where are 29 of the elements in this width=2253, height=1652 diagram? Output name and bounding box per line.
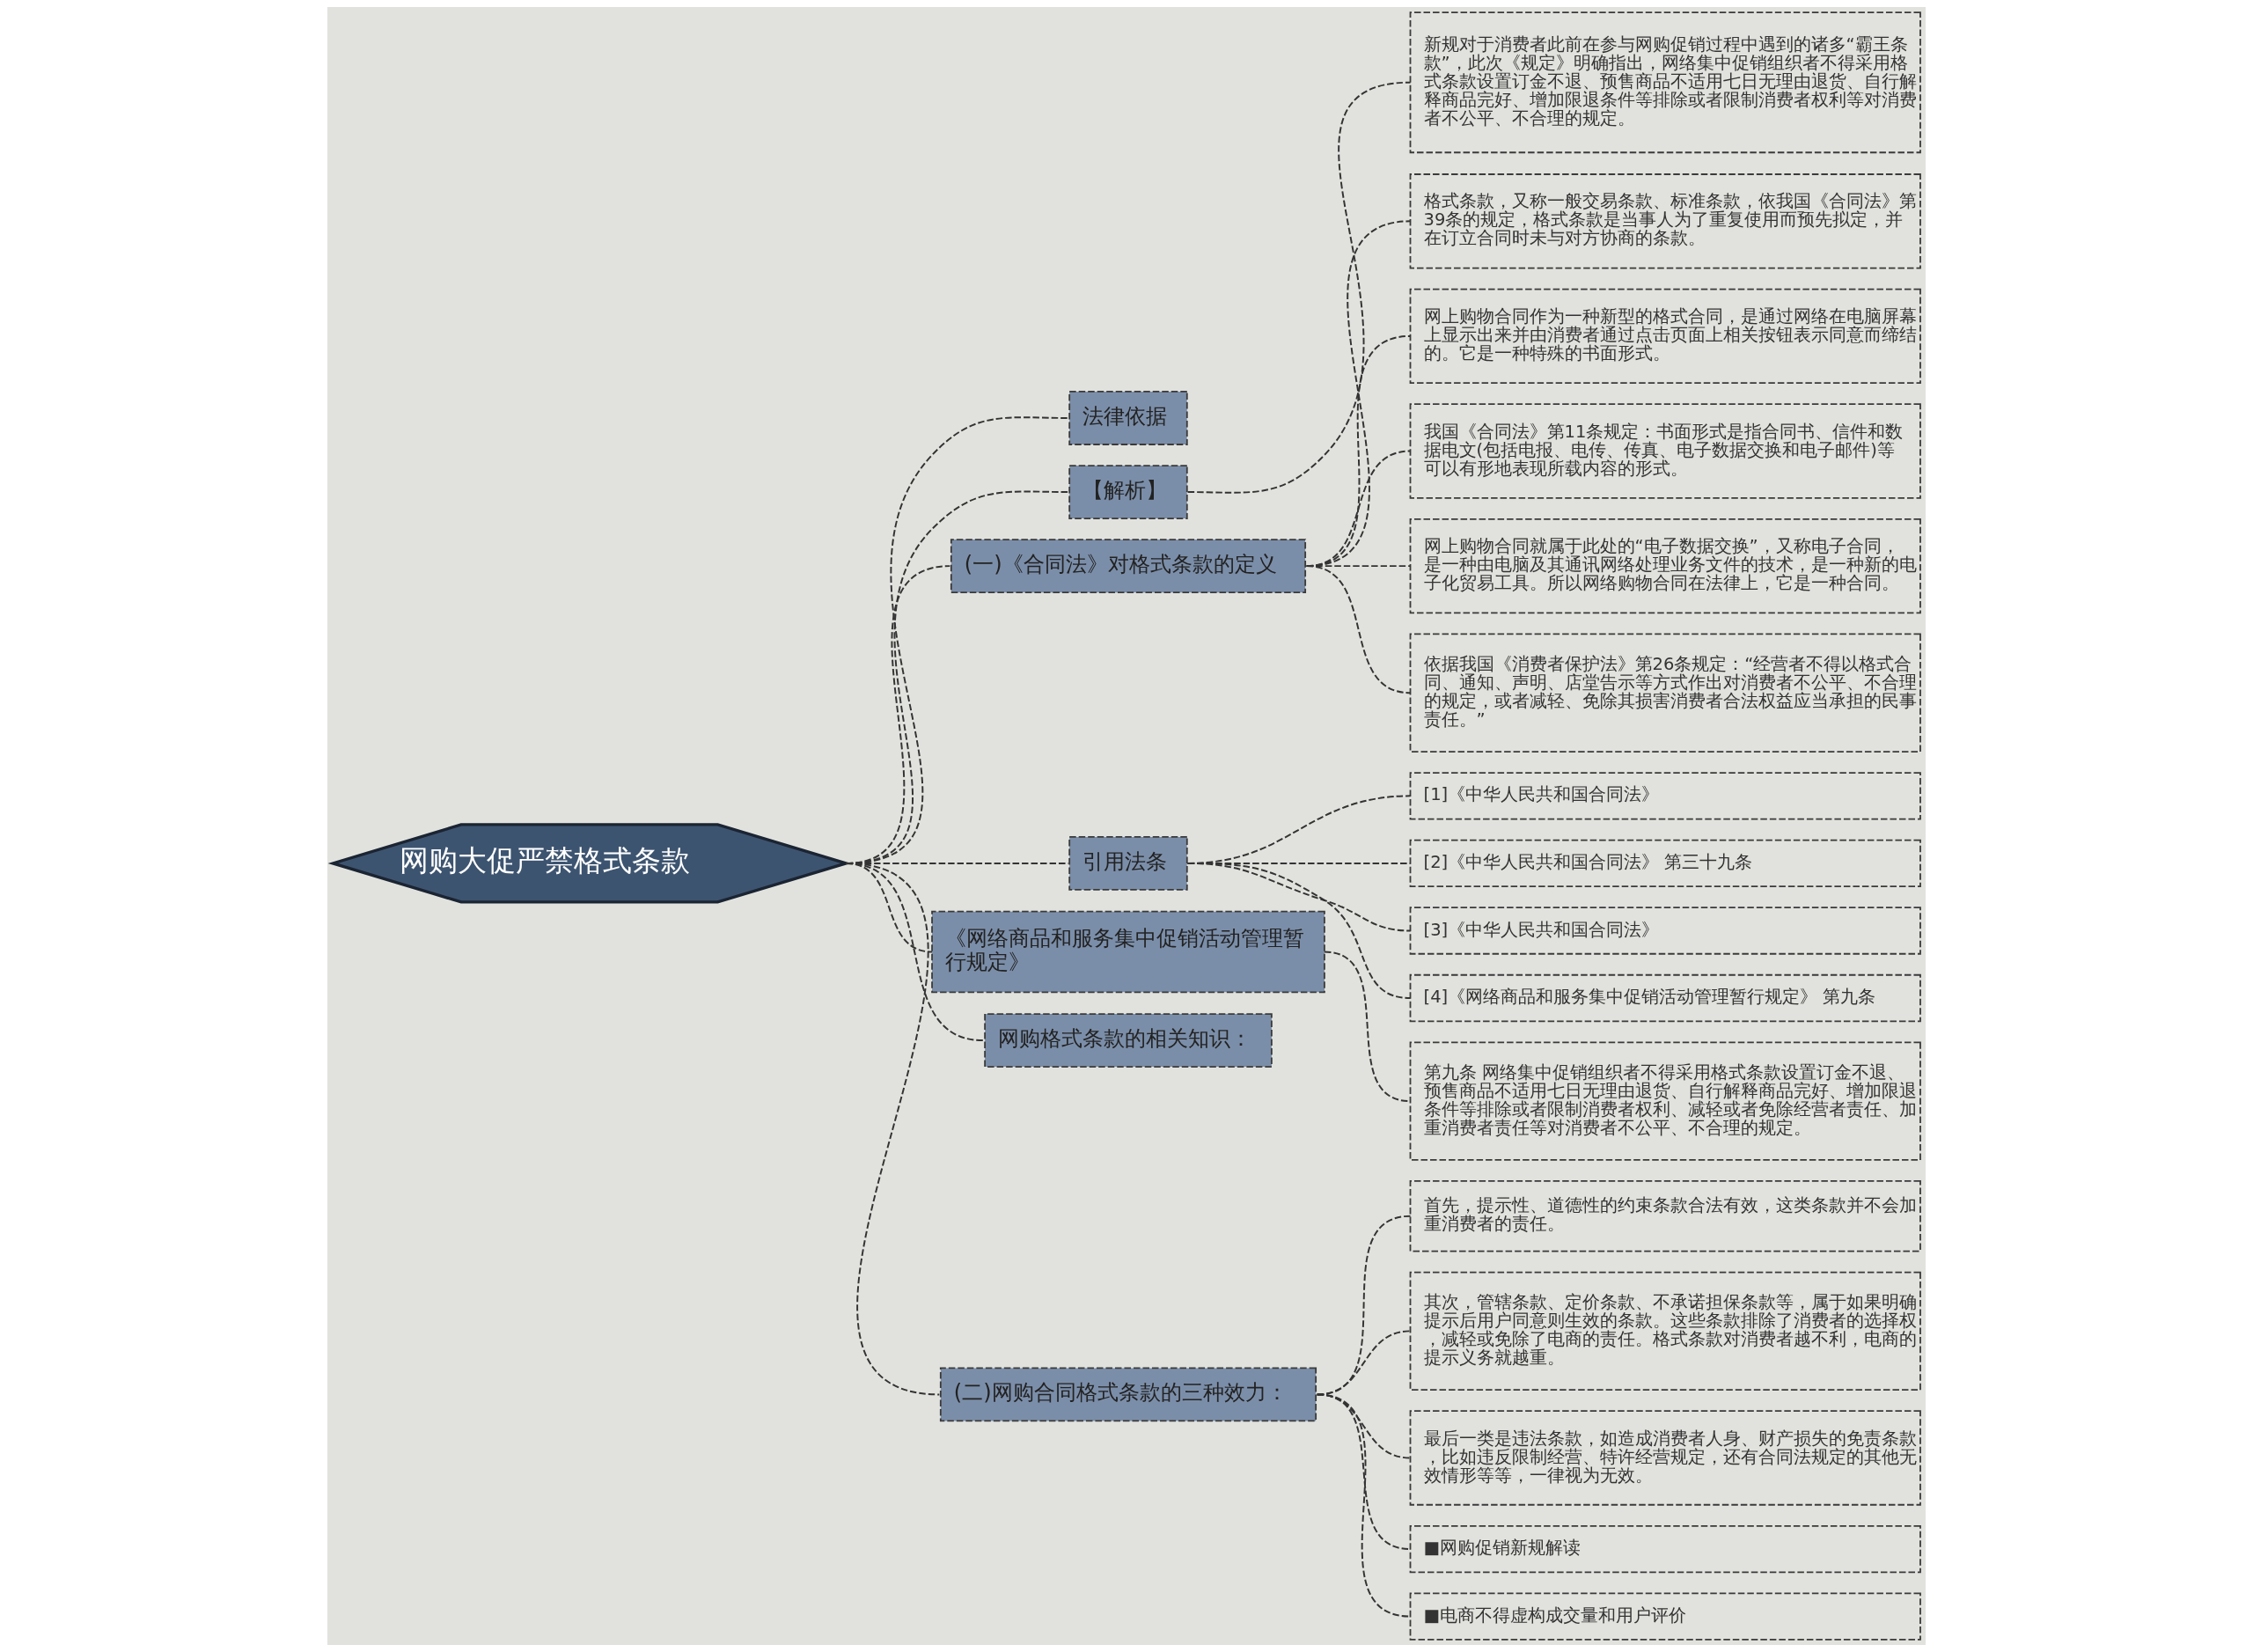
node-box: [1]《中华人民共和国合同法》 [1409, 772, 1921, 820]
node-box: (二)网购合同格式条款的三种效力： [939, 1367, 1317, 1422]
node-box: 网购格式条款的相关知识： [984, 1013, 1273, 1068]
node-box: (一)《合同法》对格式条款的定义 [950, 539, 1307, 594]
node-box: 最后一类是违法条款，如造成消费者人身、财产损失的免责条款，比如违反限制经营、特许经营规定，还有合同法规定的其他无效情形等等，一律视为无效。 [1409, 1410, 1921, 1506]
node-box: 【解析】 [1068, 465, 1188, 519]
node-box: [4]《网络商品和服务集中促销活动管理暂行规定》 第九条 [1409, 973, 1921, 1023]
connector [1323, 951, 1412, 1103]
node-box: 第九条 网络集中促销组织者不得采用格式条款设置订金不退、预售商品不适用七日无理由退货、自行解释商品完好、增加限退条件等排除或者限制消费者权利、减轻或者免除经营者责任、加重消费者责任等对消费者不公平、不合理的规定。 [1409, 1041, 1921, 1161]
node-box: ■电商不得虚构成交量和用户评价 [1409, 1592, 1921, 1641]
node-box: 新规对于消费者此前在参与网购促销过程中遇到的诸多“霸王条款”，此次《规定》明确指出，网络集中促销组织者不得采用格式条款设置订金不退、预售商品不适用七日无理由退货、自行解释商品完好、增加限退条件等排除或者限制消费者权利等对消费者不公平、不合理的规定。 [1409, 11, 1921, 154]
node-box: 网上购物合同作为一种新型的格式合同，是通过网络在电脑屏幕上显示出来并由消费者通过点击页面上相关按钮表示同意而缔结的。它是一种特殊的书面形式。 [1409, 288, 1921, 385]
node-box: 我国《合同法》第11条规定：书面形式是指合同书、信件和数据电文(包括电报、电传、传真、电子数据交换和电子邮件)等可以有形地表现所载内容的形式。 [1409, 403, 1921, 499]
node-box: 法律依据 [1068, 391, 1188, 445]
node-box: 引用法条 [1068, 836, 1188, 891]
connector [1305, 565, 1412, 694]
connector [1316, 1393, 1412, 1618]
node-box: ■网购促销新规解读 [1409, 1524, 1921, 1574]
node-box: 《网络商品和服务集中促销活动管理暂行规定》 [931, 910, 1325, 994]
node-box: 格式条款，又称一般交易条款、标准条款，依我国《合同法》第39条的规定，格式条款是当事人为了重复使用而预先拟定，并在订立合同时未与对方协商的条款。 [1409, 173, 1921, 269]
node-box: 依据我国《消费者保护法》第26条规定：“经营者不得以格式合同、通知、声明、店堂告示等方式作出对消费者不公平、不合理的规定，或者减轻、免除其损害消费者合法权益应当承担的民事责任。” [1409, 633, 1921, 753]
node-box: [3]《中华人民共和国合同法》 [1409, 907, 1921, 955]
node-box: 网上购物合同就属于此处的“电子数据交换”，又称电子合同，是一种由电脑及其通讯网络处理业务文件的技术，是一种新的电子化贸易工具。所以网络购物合同在法律上，它是一种合同。 [1409, 518, 1921, 614]
connector [1186, 81, 1412, 494]
node-box: [2]《中华人民共和国合同法》 第三十九条 [1409, 839, 1921, 888]
connector [845, 862, 941, 1396]
node-box: 首先，提示性、道德性的约束条款合法有效，这类条款并不会加重消费者的责任。 [1409, 1180, 1921, 1252]
connector [1186, 862, 1412, 999]
node-box: 其次，管辖条款、定价条款、不承诺担保条款等，属于如果明确提示后用户同意则生效的条款。这些条款排除了消费者的选择权，减轻或免除了电商的责任。格式条款对消费者越不利，电商的提示义务就越重。 [1409, 1271, 1921, 1391]
